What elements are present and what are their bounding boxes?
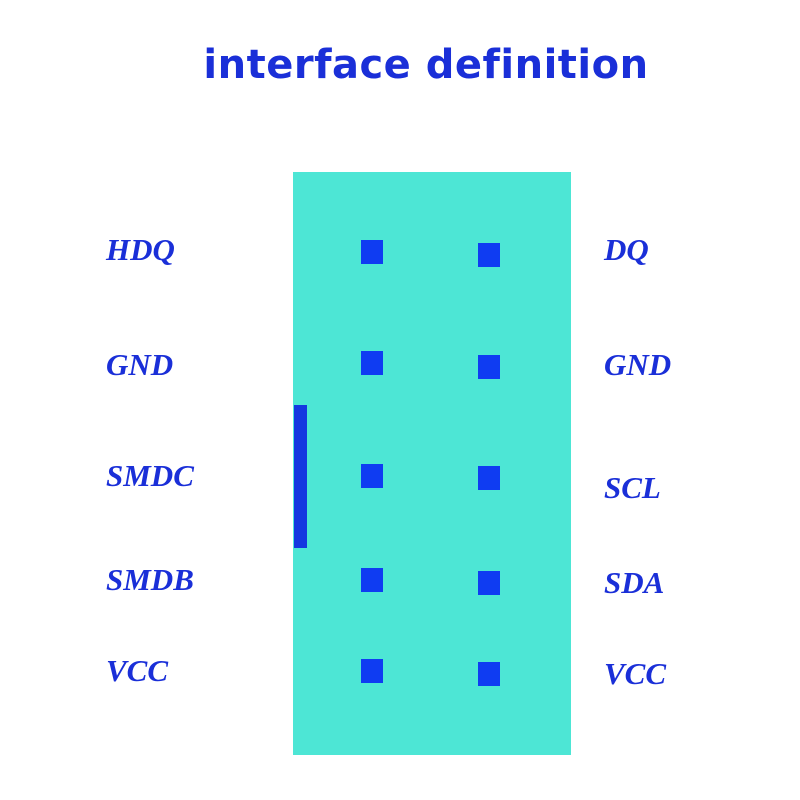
pin-label-right-5: VCC xyxy=(604,656,667,691)
pin-label-right-1: DQ xyxy=(604,232,649,267)
interface-title: interface definition xyxy=(203,42,649,88)
pin-right-2 xyxy=(478,355,500,379)
pin-label-left-3: SMDC xyxy=(106,458,194,493)
pin-left-5 xyxy=(361,659,383,683)
pin-label-right-2: GND xyxy=(604,347,672,382)
connector-body xyxy=(293,172,571,755)
pin-right-5 xyxy=(478,662,500,686)
pin-right-4 xyxy=(478,571,500,595)
pin-left-2 xyxy=(361,351,383,375)
pin-left-3 xyxy=(361,464,383,488)
pin-right-1 xyxy=(478,243,500,267)
pin-left-1 xyxy=(361,240,383,264)
pin-label-left-4: SMDB xyxy=(106,562,194,597)
pin-label-right-3: SCL xyxy=(604,470,661,505)
pin-label-left-2: GND xyxy=(106,347,174,382)
pin-label-left-5: VCC xyxy=(106,653,169,688)
pin-label-right-4: SDA xyxy=(604,565,665,600)
connector-key xyxy=(294,405,307,548)
pin-left-4 xyxy=(361,568,383,592)
pin-right-3 xyxy=(478,466,500,490)
pin-label-left-1: HDQ xyxy=(106,232,175,267)
